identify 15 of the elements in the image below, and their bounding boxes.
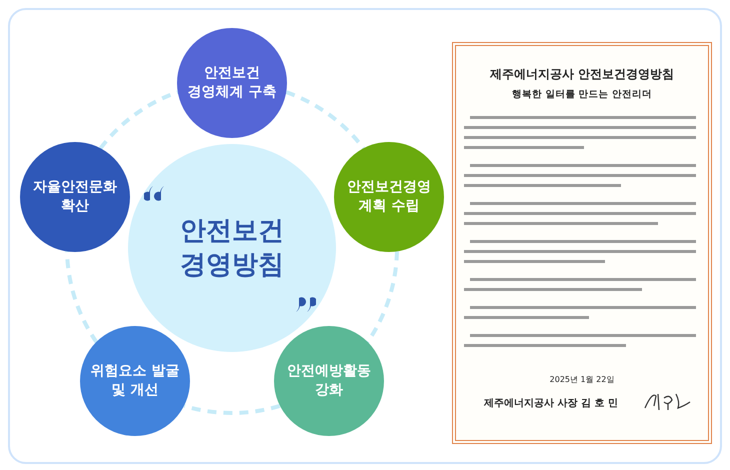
topic-label: 안전예방활동 강화 <box>286 362 372 400</box>
dashed-connector <box>366 251 399 344</box>
dashed-connector <box>99 90 179 150</box>
dashed-connector <box>65 251 98 344</box>
dashed-connector <box>285 90 365 150</box>
document-date: 2025년 1월 22일 <box>548 374 616 385</box>
topic-label: 자율안전문화 확산 <box>32 178 118 216</box>
topic-label: 안전보건경영 계획 수립 <box>346 178 432 216</box>
document-signer: 제주에너지공사 사장 김 호 민 <box>483 397 619 410</box>
topic-label: 안전보건 경영체계 구축 <box>186 64 278 102</box>
document-subtitle: 행복한 일터를 만드는 안전리더 <box>511 88 653 101</box>
document-title: 제주에너지공사 안전보건경영방침 <box>488 66 676 83</box>
center-title: 안전보건 경영방침 <box>179 215 285 282</box>
dashed-connector <box>184 404 280 415</box>
topic-label: 위험요소 발굴 및 개선 <box>90 362 180 400</box>
